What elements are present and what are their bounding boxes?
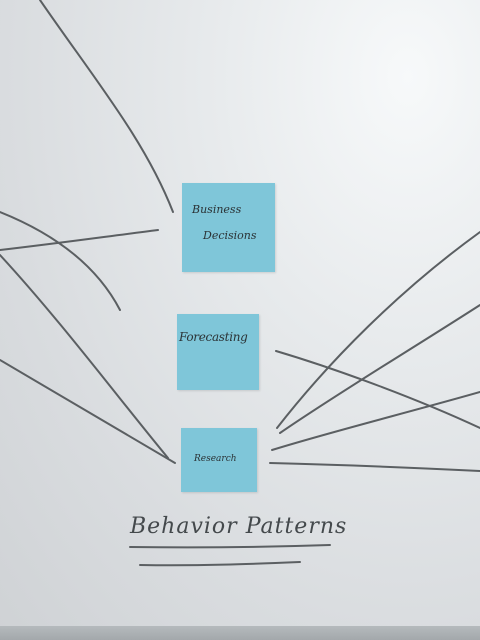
note-text-forecasting: Forecasting: [179, 330, 248, 344]
line-left-top-to-business: [39, 0, 174, 213]
line-left-to-research-b: [0, 359, 176, 464]
line-right-top-to-research: [276, 231, 480, 429]
line-right-to-research-a: [279, 304, 480, 434]
sticky-note-forecasting: Forecasting: [177, 314, 259, 390]
whiteboard-bottom-edge: [0, 626, 480, 640]
caption-underline-2: [139, 561, 301, 567]
note-text-business: Business: [192, 203, 242, 216]
handwritten-caption: Behavior Patterns: [130, 514, 348, 539]
caption-underline-1: [129, 544, 331, 549]
note-text-decisions: Decisions: [203, 229, 257, 242]
sticky-note-business-decisions: Business Decisions: [182, 183, 275, 272]
line-left-to-business: [0, 229, 159, 251]
line-left-to-research-a: [0, 254, 169, 459]
line-forecasting-to-right: [275, 350, 480, 429]
line-right-to-research-b: [271, 391, 480, 451]
note-text-research: Research: [194, 454, 237, 464]
sticky-note-research: Research: [181, 428, 257, 492]
line-research-to-right: [269, 462, 480, 472]
line-left-arc: [0, 211, 121, 311]
